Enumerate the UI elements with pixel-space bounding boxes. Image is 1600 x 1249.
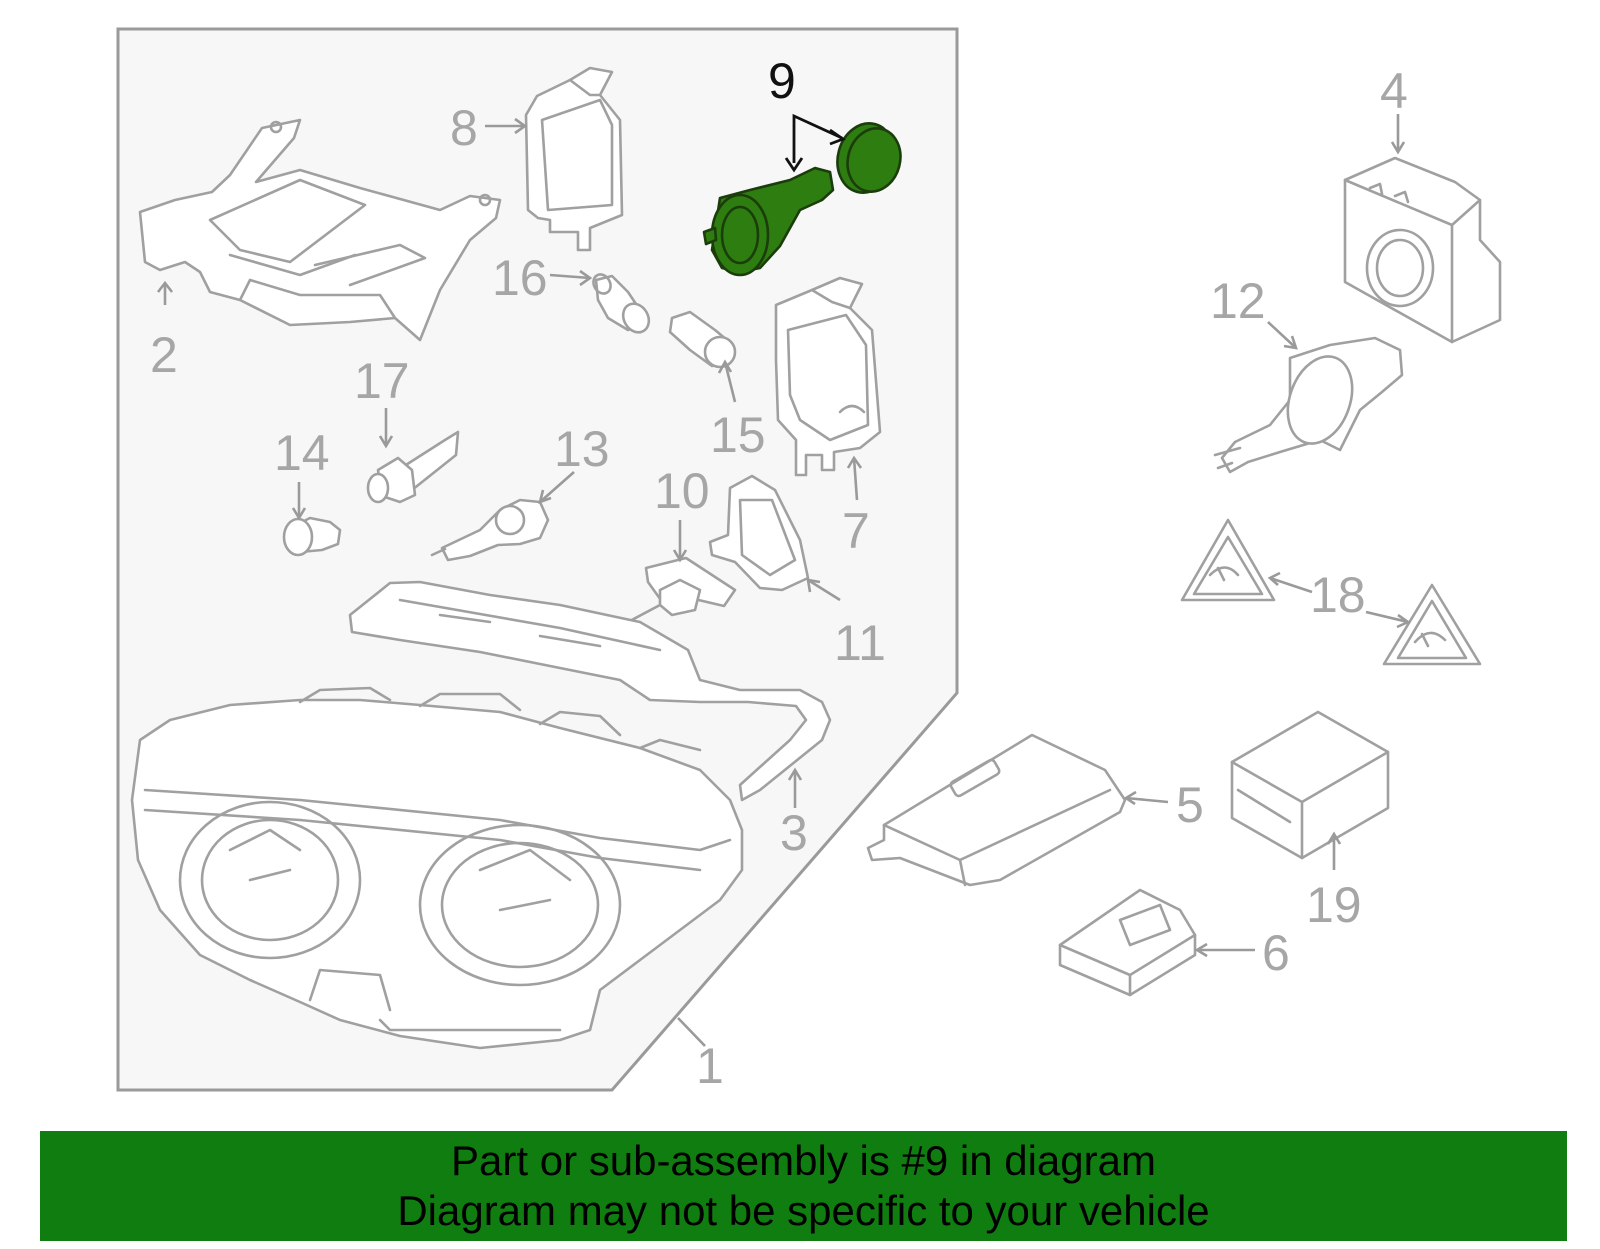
part-9-cap[interactable] bbox=[830, 117, 908, 199]
part-11-cover[interactable] bbox=[708, 474, 810, 592]
part-7-cover[interactable] bbox=[774, 276, 882, 477]
callout-16: 16 bbox=[492, 250, 548, 306]
part-17-bulb[interactable] bbox=[366, 430, 460, 504]
part-5-module[interactable] bbox=[866, 733, 1127, 887]
banner-line-disclaimer: Diagram may not be specific to your vehi… bbox=[397, 1187, 1210, 1234]
callout-10: 10 bbox=[654, 463, 710, 519]
part-6-ballast[interactable] bbox=[1058, 888, 1197, 997]
part-14-bulb[interactable] bbox=[282, 516, 342, 557]
part-18-label-b[interactable] bbox=[1382, 583, 1482, 666]
part-18-label-a[interactable] bbox=[1180, 518, 1276, 602]
callout-numbers: 1 2 3 4 5 6 7 8 9 10 11 12 13 14 15 16 1… bbox=[150, 53, 1408, 1094]
callout-19: 19 bbox=[1306, 877, 1362, 933]
part-1-headlight[interactable] bbox=[130, 686, 744, 1050]
callout-2: 2 bbox=[150, 327, 178, 383]
callout-12: 12 bbox=[1210, 273, 1266, 329]
part-15-bulb[interactable] bbox=[668, 310, 737, 369]
callout-1: 1 bbox=[696, 1038, 724, 1094]
leader-9 bbox=[784, 113, 846, 173]
callout-14: 14 bbox=[274, 425, 330, 481]
callout-11: 11 bbox=[834, 615, 886, 671]
callout-3: 3 bbox=[780, 805, 808, 861]
callout-8: 8 bbox=[450, 100, 478, 156]
part-3-seal[interactable] bbox=[348, 580, 832, 802]
part-13-bulb[interactable] bbox=[430, 498, 550, 562]
callout-7: 7 bbox=[842, 503, 870, 559]
callout-13: 13 bbox=[554, 421, 610, 477]
callout-17: 17 bbox=[354, 353, 410, 409]
callout-15: 15 bbox=[710, 407, 766, 463]
part-2-bracket[interactable] bbox=[138, 118, 502, 342]
callout-6: 6 bbox=[1262, 925, 1290, 981]
leader-lines bbox=[156, 114, 1411, 1047]
callout-9-highlighted: 9 bbox=[768, 53, 796, 109]
banner-line-part-info: Part or sub-assembly is #9 in diagram bbox=[451, 1137, 1156, 1184]
info-banner: Part or sub-assembly is #9 in diagram Di… bbox=[40, 1131, 1567, 1241]
callout-4: 4 bbox=[1380, 63, 1408, 119]
part-16-bulb[interactable] bbox=[590, 271, 654, 337]
part-4-housing[interactable] bbox=[1343, 156, 1502, 344]
callout-18: 18 bbox=[1310, 567, 1366, 623]
part-19-box[interactable] bbox=[1230, 710, 1390, 860]
part-9-socket[interactable] bbox=[702, 166, 835, 277]
callout-5: 5 bbox=[1176, 777, 1204, 833]
part-8-cover[interactable] bbox=[524, 66, 624, 252]
part-12-bulb[interactable] bbox=[1213, 336, 1404, 474]
